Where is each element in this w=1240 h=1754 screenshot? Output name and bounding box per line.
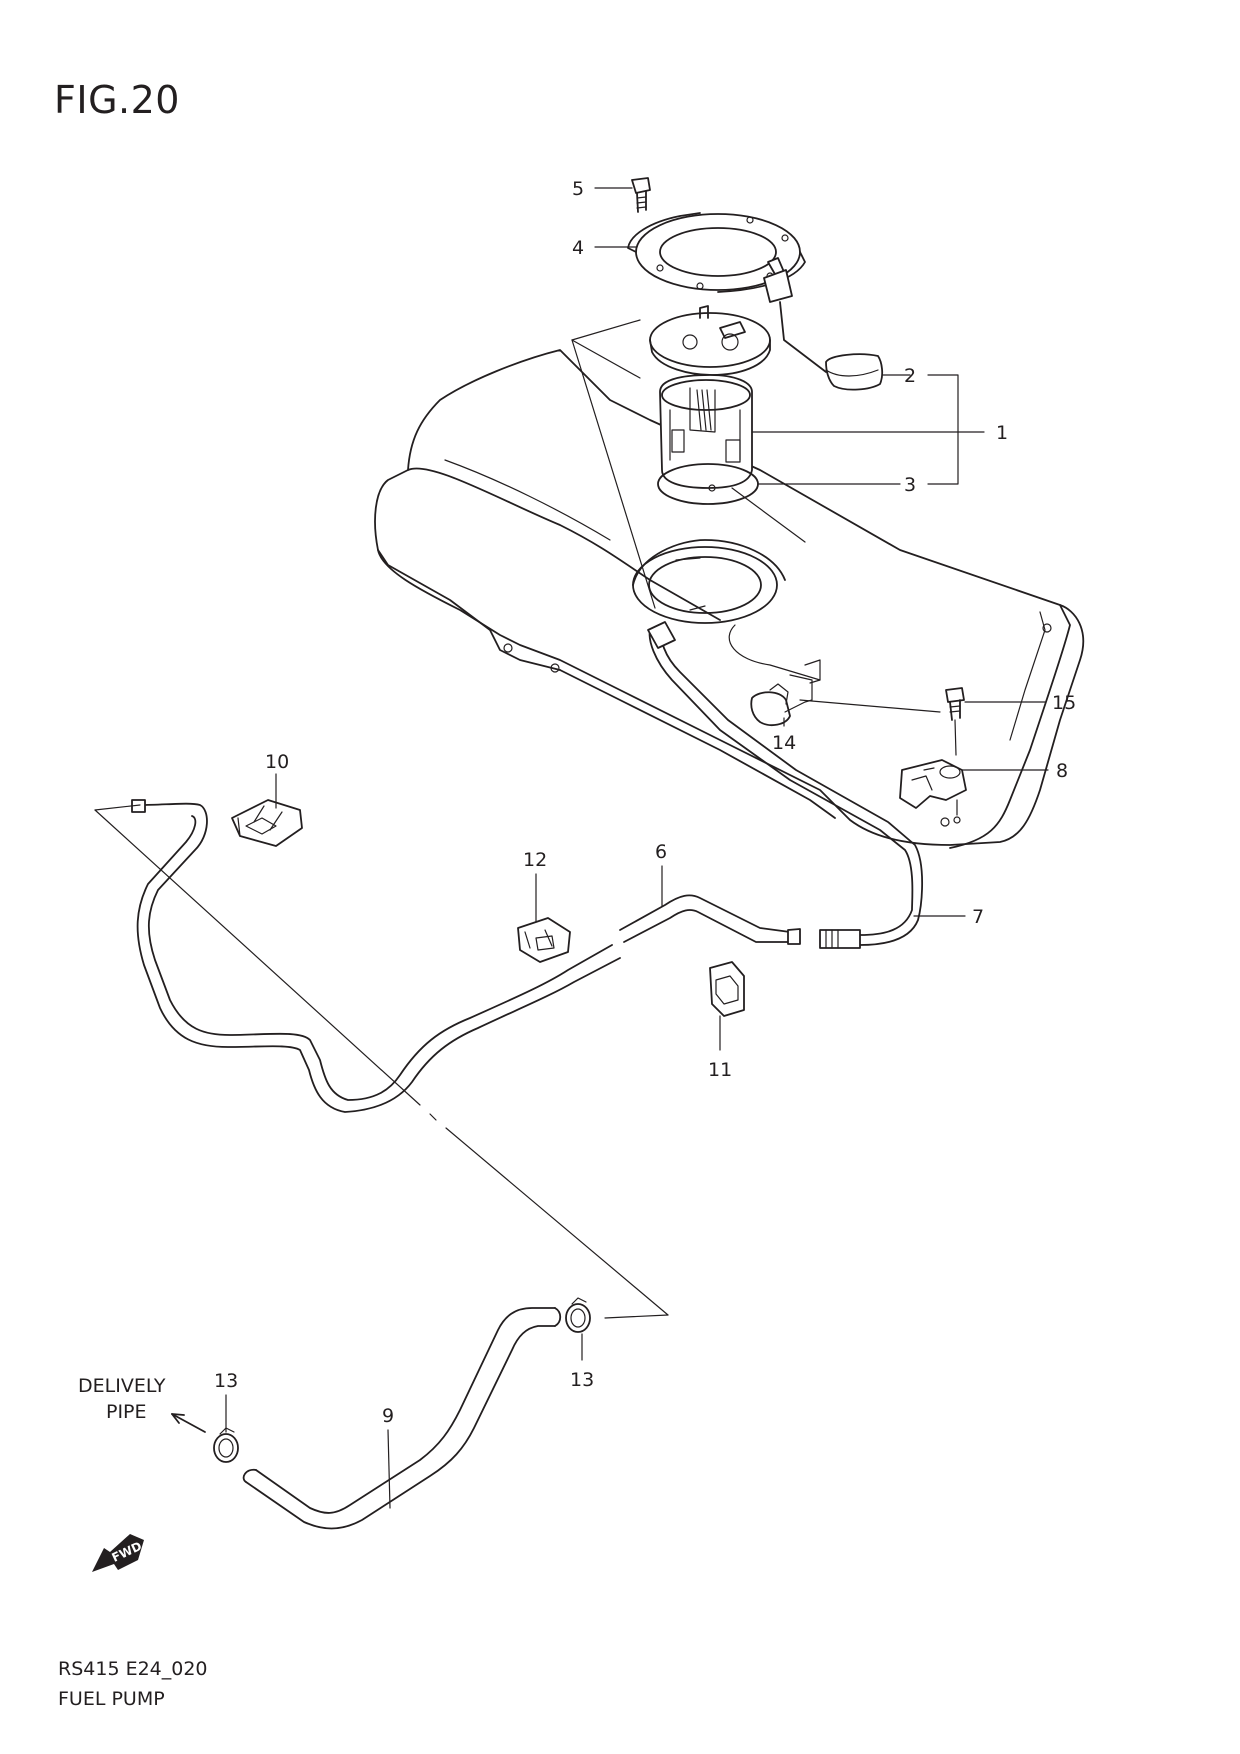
part-12-clip [517,917,571,963]
callout-12: 12 [523,849,547,871]
part-8-bracket [899,759,967,824]
callout-3: 3 [904,474,916,496]
fwd-direction-icon: FWD [92,1534,144,1572]
part-14-clamp [750,683,791,727]
callout-7: 7 [972,906,984,928]
callout-10: 10 [265,751,289,773]
part-11-clip [709,961,745,1017]
fuel-tank [374,349,1085,849]
delivery-direction-arrow [171,1413,206,1433]
part-6-fuel-pipe [131,799,801,1113]
figure-title: FIG.20 [54,78,180,122]
callout-9: 9 [382,1405,394,1427]
callout-11: 11 [708,1059,732,1081]
model-code: RS415 E24_020 [58,1658,208,1680]
callout-2: 2 [904,365,916,387]
part-4-ring [627,212,806,293]
callout-15: 15 [1052,692,1076,714]
callouts: 5 4 2 1 3 15 14 8 1 [214,178,1076,1509]
part-15-bolt [945,687,965,756]
callout-14: 14 [772,732,796,754]
part-7-quick-connector [819,929,861,949]
pump-outlet-hose [647,621,923,946]
part-10-clamp [231,799,303,847]
part-13-clamp-upper [565,1297,591,1333]
callout-4: 4 [572,237,584,259]
callout-6: 6 [655,841,667,863]
callout-13-lower: 13 [214,1370,238,1392]
callout-13-upper: 13 [570,1369,594,1391]
callout-5: 5 [572,178,584,200]
section-title: FUEL PUMP [58,1688,165,1710]
part-9-hose [242,1307,562,1530]
part-1-fuel-pump [649,305,771,505]
assembly-lines [94,319,941,1319]
part-13-clamp-lower [213,1427,239,1463]
delivery-pipe-label-line2: PIPE [106,1401,147,1423]
delivery-pipe-label-line1: DELIVELY [78,1375,166,1397]
callout-8: 8 [1056,760,1068,782]
part-5-bolt [631,177,651,213]
part-2-level-gauge [763,257,884,391]
callout-1: 1 [996,422,1008,444]
